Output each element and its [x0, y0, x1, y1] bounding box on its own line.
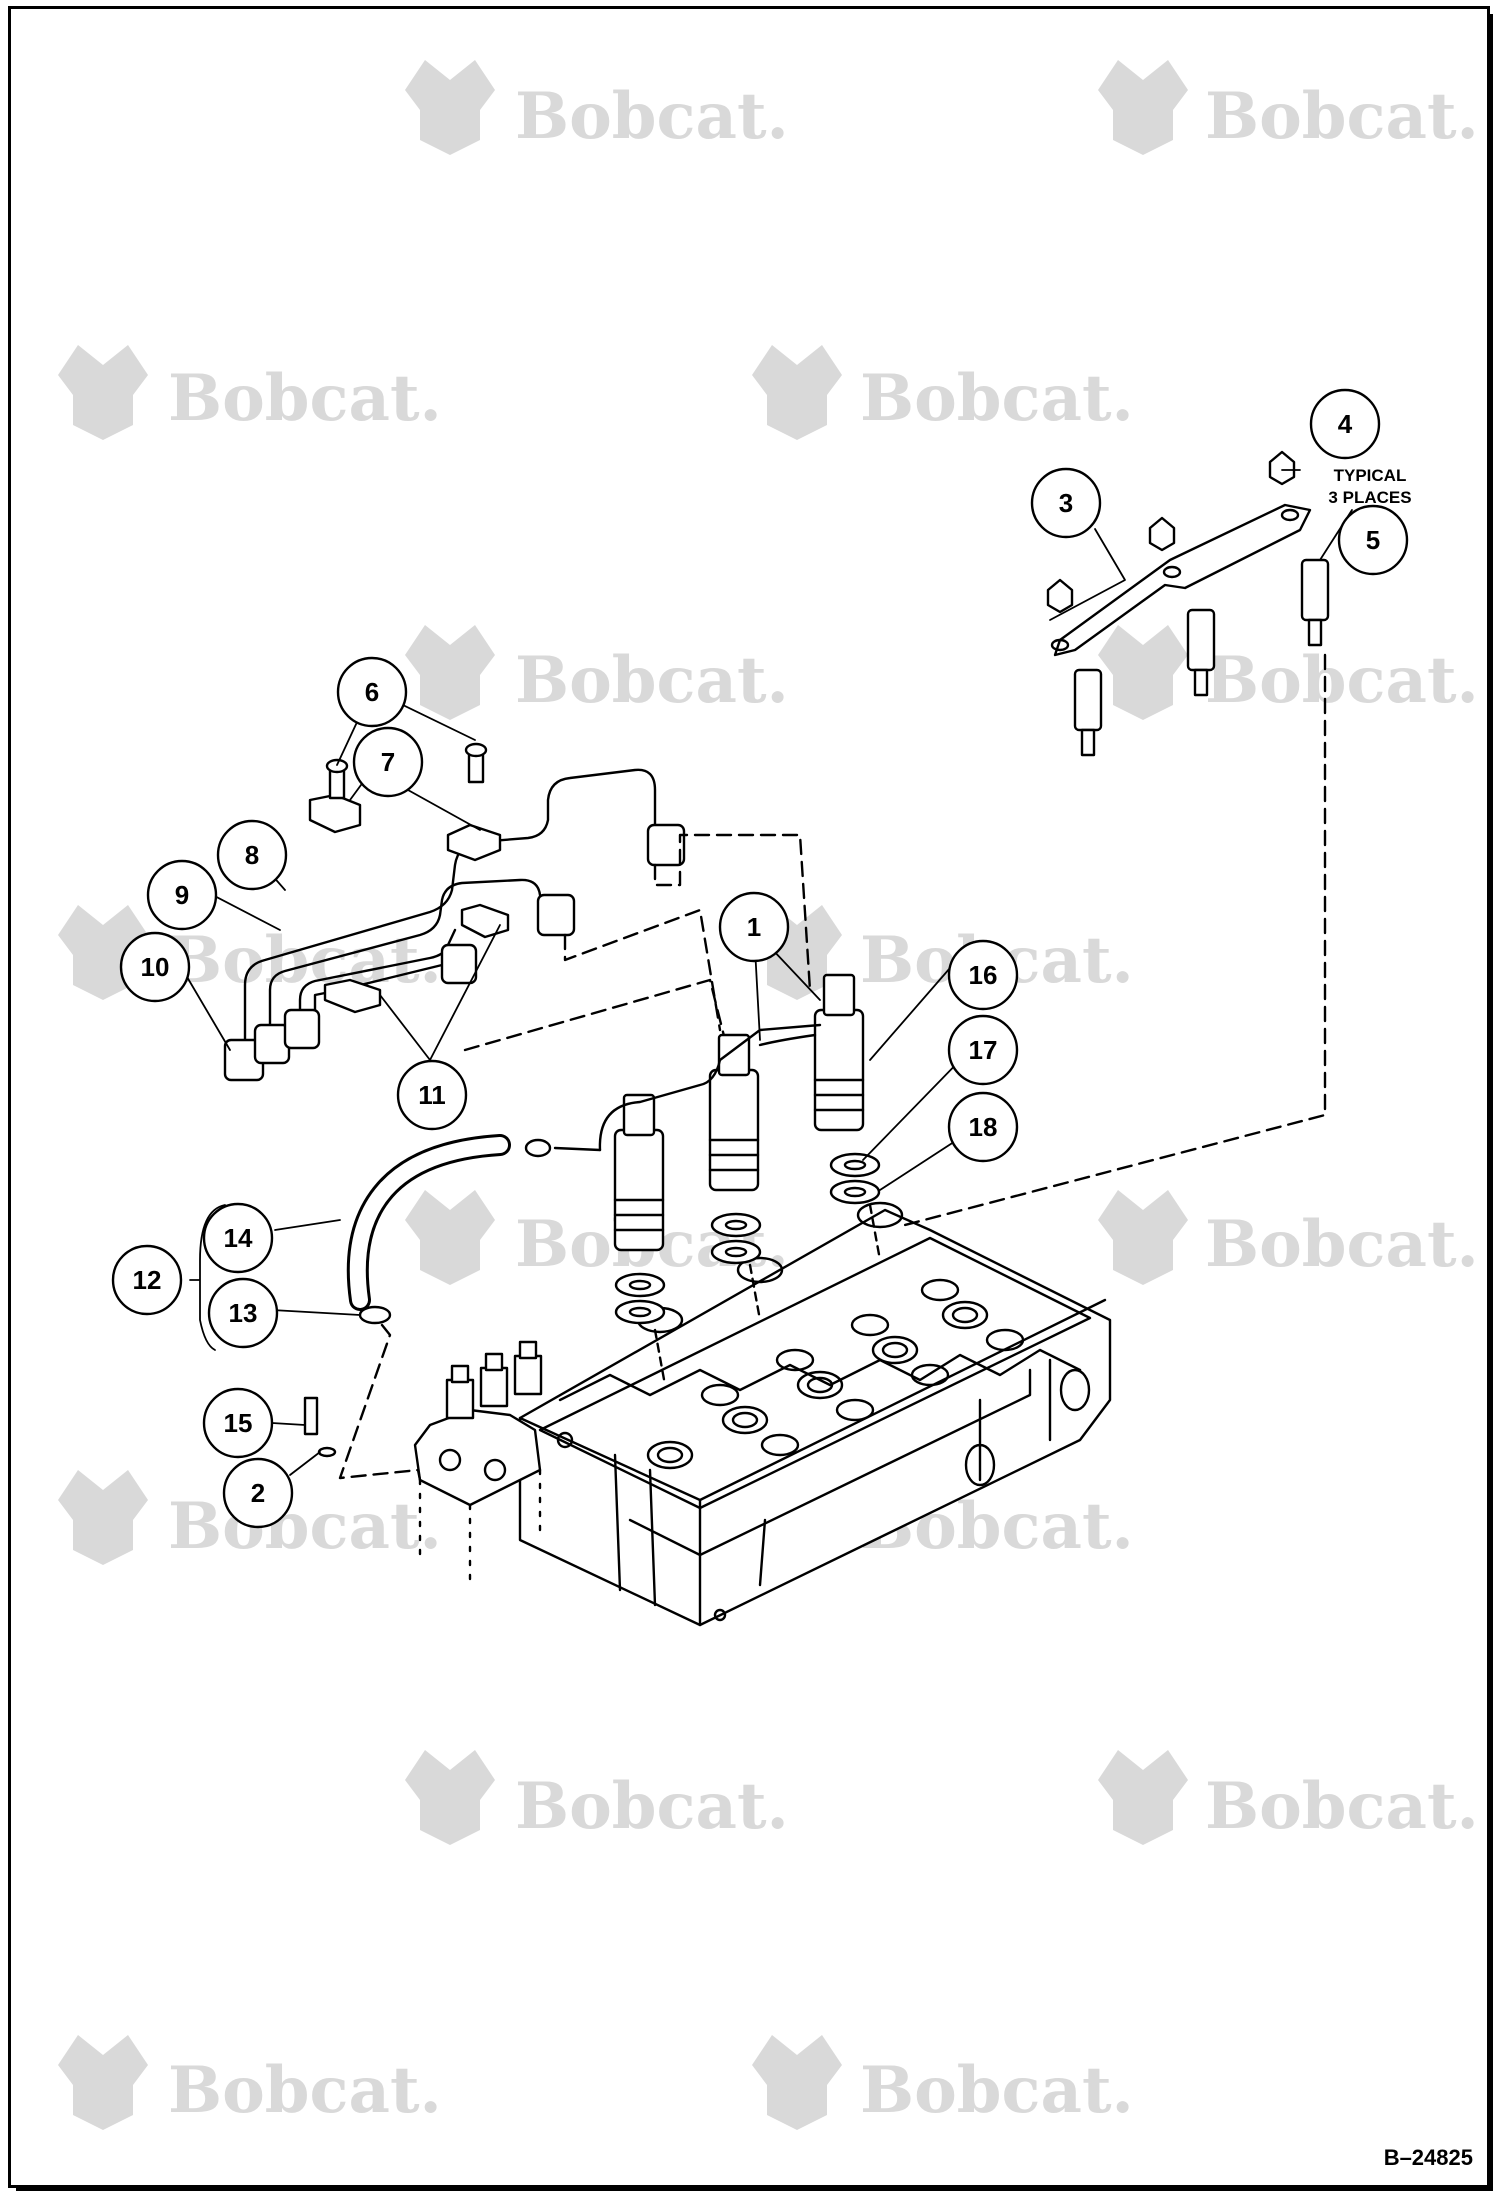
watermark-text-3: Bobcat. [168, 361, 442, 436]
watermark-text-13: Bobcat. [515, 1769, 789, 1844]
typical-note-line1: TYPICAL [1334, 466, 1407, 485]
svg-text:1: 1 [747, 912, 761, 942]
callout-16: 16 [947, 939, 1019, 1011]
watermark-logo-9 [405, 1190, 495, 1285]
callout-12: 12 [111, 1244, 183, 1316]
fuel-injectors [598, 973, 865, 1252]
injection-line-assembly [223, 742, 812, 1102]
callout-6: 6 [336, 656, 408, 728]
svg-text:13: 13 [229, 1298, 258, 1328]
watermark-logo-3 [58, 345, 148, 440]
watermark-logo-15 [58, 2035, 148, 2130]
pump-outlet-valves [445, 1340, 543, 1420]
svg-text:4: 4 [1338, 409, 1353, 439]
callout-5: 5 [1337, 504, 1409, 576]
callout-4: 4 [1309, 388, 1381, 460]
watermark-text-15: Bobcat. [168, 2053, 442, 2128]
callout-8: 8 [216, 819, 288, 891]
svg-text:8: 8 [245, 840, 259, 870]
injector-washers [614, 1152, 882, 1387]
svg-text:2: 2 [251, 1478, 265, 1508]
callout-11: 11 [396, 1059, 468, 1131]
svg-text:11: 11 [418, 1080, 446, 1110]
svg-text:10: 10 [141, 952, 170, 982]
watermark-text-1: Bobcat. [515, 79, 789, 154]
watermark-logo-4 [752, 345, 842, 440]
svg-text:15: 15 [224, 1408, 253, 1438]
watermark-text-11: Bobcat. [168, 1489, 442, 1564]
watermark-logo-2 [1098, 60, 1188, 155]
watermark-logo-14 [1098, 1750, 1188, 1845]
callout-18: 18 [947, 1091, 1019, 1163]
svg-text:18: 18 [969, 1112, 998, 1142]
leak-off-hose-assembly [303, 1134, 602, 1482]
svg-text:9: 9 [175, 880, 189, 910]
callout-14: 14 [202, 1202, 274, 1274]
callout-2: 2 [222, 1457, 294, 1529]
frame-shadow-bottom [16, 2185, 1493, 2191]
svg-text:7: 7 [381, 747, 395, 777]
svg-text:12: 12 [133, 1265, 162, 1295]
watermark-text-10: Bobcat. [1205, 1207, 1479, 1282]
watermark-logo-10 [1098, 1190, 1188, 1285]
watermark-logo-5 [405, 625, 495, 720]
callout-7: 7 [352, 726, 424, 798]
callout-13: 13 [207, 1277, 279, 1349]
watermark-logo-11 [58, 1470, 148, 1565]
watermark-logo-1 [405, 60, 495, 155]
cylinder-head [518, 1201, 1112, 1627]
svg-text:5: 5 [1366, 525, 1380, 555]
watermark-logo-16 [752, 2035, 842, 2130]
callout-15: 15 [202, 1387, 274, 1459]
clamp-bolts [325, 742, 488, 800]
figure-id: B–24825 [1384, 2145, 1473, 2170]
head-bolt-holes [636, 1201, 1025, 1470]
svg-text:6: 6 [365, 677, 379, 707]
watermark-text-16: Bobcat. [860, 2053, 1134, 2128]
line-clamps [308, 793, 510, 1014]
svg-text:3: 3 [1059, 488, 1073, 518]
callout-3: 3 [1030, 467, 1102, 539]
watermark-text-14: Bobcat. [1205, 1769, 1479, 1844]
frame-shadow-right [1487, 14, 1493, 2188]
callout-9: 9 [146, 859, 218, 931]
injection-pump [413, 1340, 543, 1582]
callout-10: 10 [119, 931, 191, 1003]
watermark-text-4: Bobcat. [860, 361, 1134, 436]
callout-17: 17 [947, 1014, 1019, 1086]
callout-1: 1 [718, 891, 790, 963]
watermark-text-5: Bobcat. [515, 643, 789, 718]
callout-layer: 1 2 3 4 5 6 7 8 9 10 11 12 13 14 15 16 1… [111, 388, 1409, 1529]
glow-plug-bus-bar [903, 450, 1330, 1227]
svg-text:16: 16 [969, 960, 998, 990]
typical-note-line2: 3 PLACES [1328, 488, 1411, 507]
watermark-layer: Bobcat. Bobcat. Bobcat. Bobcat. Bobcat. … [58, 60, 1479, 2130]
svg-text:17: 17 [969, 1035, 998, 1065]
watermark-text-6: Bobcat. [1205, 643, 1479, 718]
watermark-logo-13 [405, 1750, 495, 1845]
glow-plugs [1073, 558, 1330, 757]
svg-text:14: 14 [224, 1223, 253, 1253]
injection-line-nuts [223, 823, 686, 1082]
watermark-text-2: Bobcat. [1205, 79, 1479, 154]
watermark-logo-6 [1098, 625, 1188, 720]
